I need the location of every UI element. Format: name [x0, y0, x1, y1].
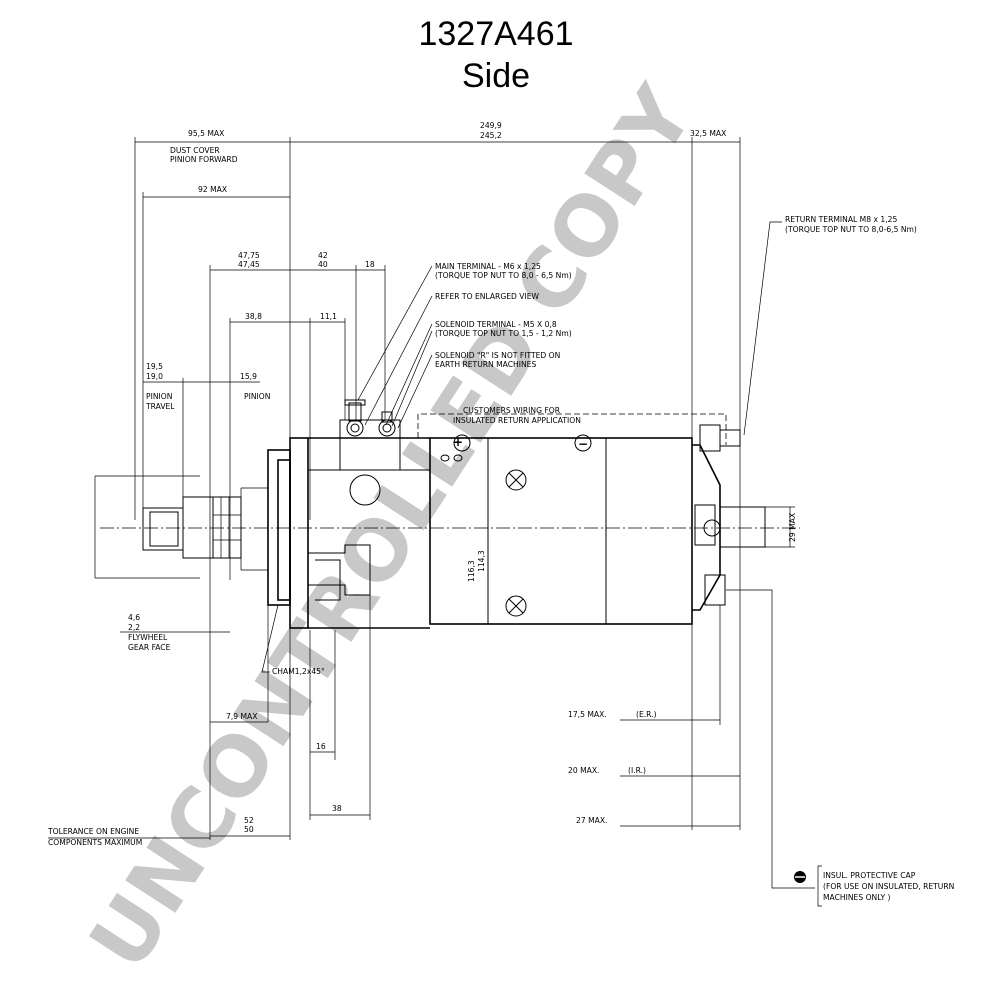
- note-pinion-travel-1: PINION: [146, 392, 172, 401]
- dim-16: 16: [316, 742, 326, 751]
- note-insulated-return: INSULATED RETURN APPLICATION: [453, 416, 581, 425]
- dim-er: (E.R.): [636, 710, 657, 719]
- note-pinion: PINION: [244, 392, 270, 401]
- leader-lines-top: [357, 265, 433, 429]
- dim-175-max: 17,5 MAX.: [568, 710, 607, 719]
- dim-front-max: 95,5 MAX: [188, 129, 224, 138]
- dim-40: 40: [318, 260, 328, 269]
- plus-terminal-mark: +: [453, 435, 463, 449]
- insul-cap-symbol-icon: [794, 865, 822, 907]
- dim-dia-1163: 116,3: [467, 560, 476, 582]
- note-insul-cap-use: (FOR USE ON INSULATED, RETURN: [823, 882, 954, 891]
- dim-190: 19,0: [146, 372, 163, 381]
- note-main-terminal-torque: (TORQUE TOP NUT TO 8,0 - 6,5 Nm): [435, 271, 572, 280]
- dim-4775: 47,75: [238, 251, 260, 260]
- leader-return-terminal: [743, 221, 782, 436]
- dim-ir: (I.R.): [628, 766, 646, 775]
- note-enlarged-view: REFER TO ENLARGED VIEW: [435, 292, 539, 301]
- dim-50: 50: [244, 825, 254, 834]
- note-gear-face: GEAR FACE: [128, 643, 171, 652]
- leader-chamfer: [261, 604, 279, 673]
- note-pinion-travel-2: TRAVEL: [145, 402, 175, 411]
- note-tolerance: TOLERANCE ON ENGINE: [47, 827, 139, 836]
- dim-dia-1143: 114,3: [477, 550, 486, 572]
- dim-dia-29: 29 MAX: [788, 513, 797, 542]
- dim-111: 11,1: [320, 312, 337, 321]
- dim-159: 15,9: [240, 372, 257, 381]
- note-return-terminal: RETURN TERMINAL M8 x 1,25: [785, 215, 897, 224]
- note-components-max: COMPONENTS MAXIMUM: [48, 838, 142, 847]
- note-customers-wiring: CUSTOMERS WIRING FOR: [463, 406, 561, 415]
- dim-46: 4,6: [128, 613, 140, 622]
- note-solenoid-terminal-torque: (TORQUE TOP NUT TO 1,5 - 1,2 Nm): [435, 329, 572, 338]
- dim-388: 38,8: [245, 312, 262, 321]
- dim-pinion-max: 92 MAX: [198, 185, 227, 194]
- note-insul-cap: INSUL. PROTECTIVE CAP: [823, 871, 916, 880]
- dim-79: 7,9 MAX: [226, 712, 257, 721]
- dim-27-max: 27 MAX.: [576, 816, 607, 825]
- note-earth-return: EARTH RETURN MACHINES: [435, 360, 536, 369]
- dim-overall-length-alt: 245,2: [480, 131, 502, 140]
- minus-terminal-mark: −: [578, 437, 588, 451]
- note-solenoid-r: SOLENOID "R" IS NOT FITTED ON: [435, 351, 560, 360]
- left-height-dimension: [94, 475, 200, 579]
- note-dust-cover: DUST COVER: [170, 146, 220, 155]
- dim-rear-max: 32,5 MAX: [690, 129, 726, 138]
- note-pinion-forward: PINION FORWARD: [170, 155, 238, 164]
- dim-22: 2,2: [128, 623, 140, 632]
- dim-20-max: 20 MAX.: [568, 766, 599, 775]
- dim-4745: 47,45: [238, 260, 260, 269]
- note-return-terminal-torque: (TORQUE TOP NUT TO 8,0-6,5 Nm): [785, 225, 917, 234]
- dim-42: 42: [318, 251, 328, 260]
- dim-52: 52: [244, 816, 254, 825]
- drawing-view-title: Side: [461, 57, 531, 95]
- bottom-dimensions: [48, 589, 815, 889]
- note-insul-cap-machines: MACHINES ONLY ): [823, 893, 891, 902]
- dim-38: 38: [332, 804, 342, 813]
- dim-overall-length: 249,9: [480, 121, 502, 130]
- note-solenoid-terminal: SOLENOID TERMINAL - M5 X 0,8: [435, 320, 557, 329]
- note-main-terminal: MAIN TERMINAL - M6 x 1,25: [435, 262, 541, 271]
- drawing-part-number: 1327A461: [418, 15, 574, 53]
- note-chamfer: CHAM1,2x45°: [272, 667, 325, 676]
- dim-195: 19,5: [146, 362, 163, 371]
- starter-motor: [100, 399, 800, 629]
- dim-18: 18: [365, 260, 375, 269]
- note-flywheel: FLYWHEEL: [128, 633, 168, 642]
